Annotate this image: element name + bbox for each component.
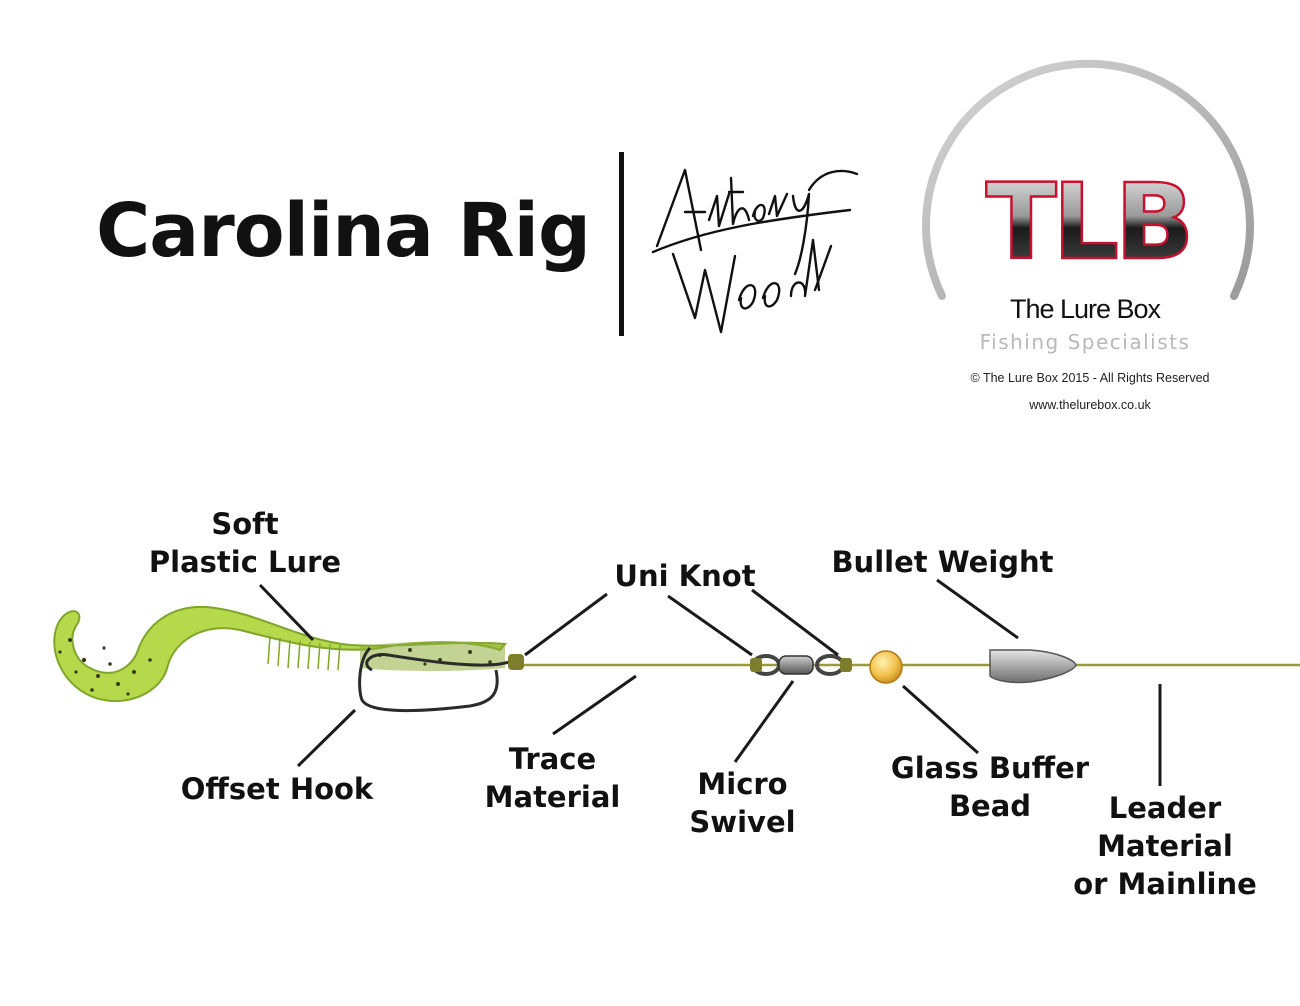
label-offset-hook: Offset Hook [180,772,374,806]
uni-knot-1-icon [508,654,524,670]
diagram-title: Carolina Rig [96,188,591,274]
website-text: www.thelurebox.co.uk [1029,398,1151,412]
bullet-weight-icon [989,649,1077,684]
micro-swivel-icon [751,654,845,676]
tlb-logo-icon: TLB [922,59,1254,300]
logo-mark: TLB [986,161,1190,283]
label-bullet-weight: Bullet Weight [831,545,1054,579]
signature-icon [651,168,859,334]
logo-name: The Lure Box [1009,294,1161,324]
uni-knot-2-icon [750,658,762,672]
copyright-text: © The Lure Box 2015 - All Rights Reserve… [970,371,1210,385]
callout-lines [258,578,1162,786]
logo-tagline: Fishing Specialists [979,330,1191,354]
label-uni-knot: Uni Knot [614,559,756,593]
uni-knot-3-icon [840,658,852,672]
title-divider [619,152,624,336]
soft-plastic-lure-icon [53,605,507,703]
offset-hook-icon [358,646,511,713]
glass-bead-icon [869,650,903,684]
